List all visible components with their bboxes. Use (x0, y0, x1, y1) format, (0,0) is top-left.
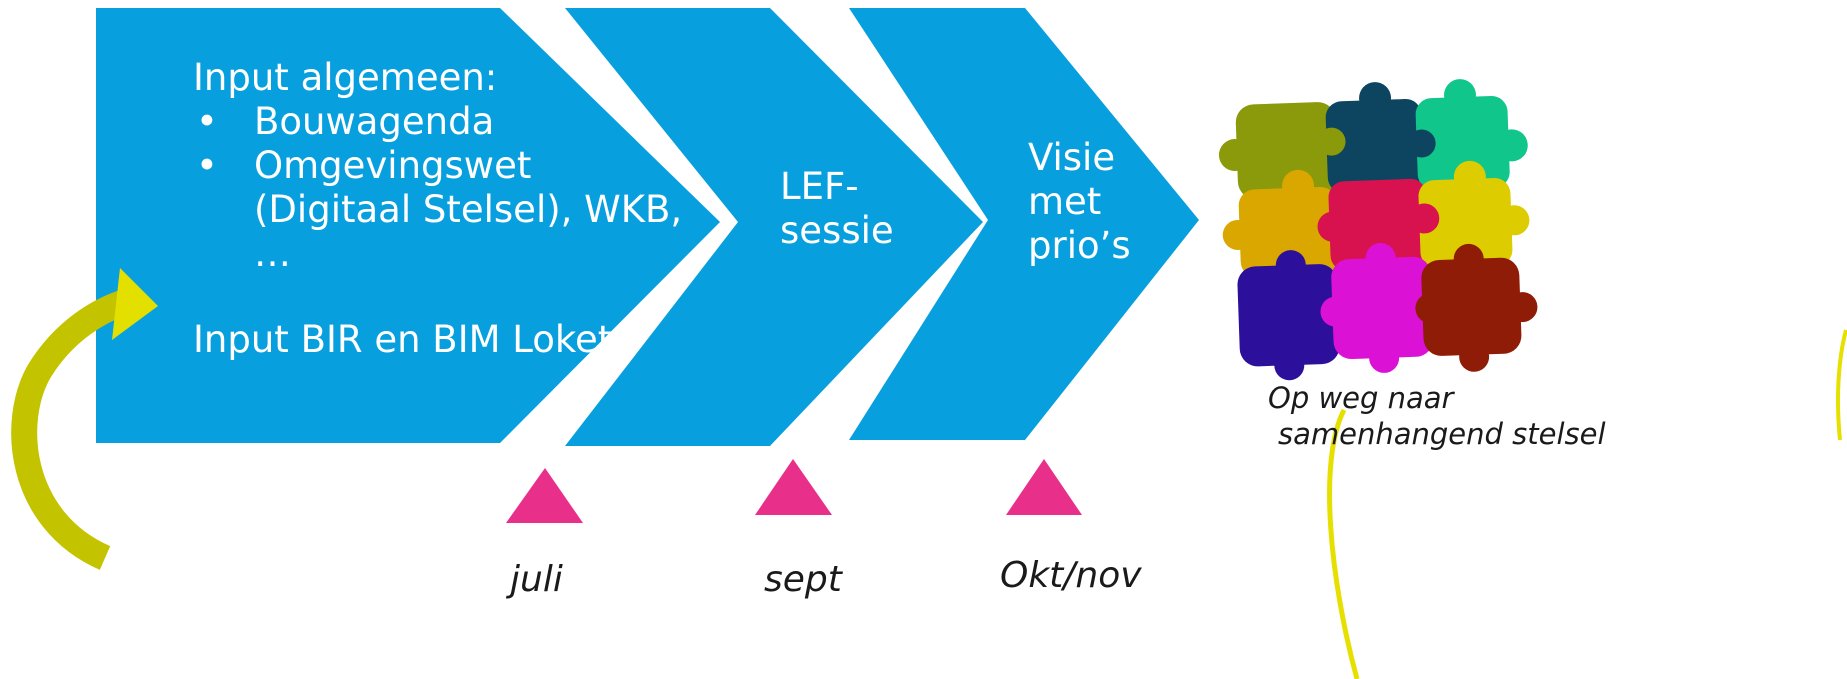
stage3-line-1: Visie (1028, 136, 1116, 179)
puzzle-caption-line-2: samenhangend stelsel (1278, 417, 1606, 451)
puzzle-piece-3 (1415, 96, 1510, 191)
stage1-bullet-2-line-1: Omgevingswet (254, 144, 532, 187)
stage1-bullet-2-line-2: (Digitaal Stelsel), WKB, (254, 188, 683, 231)
stage1-title: Input algemeen: (193, 56, 498, 99)
stage2-line-1: LEF- (780, 165, 859, 208)
bullet-icon: • (196, 144, 218, 187)
marker-triangle-okt (1006, 459, 1082, 515)
marker-label-okt: Okt/nov (1000, 555, 1142, 596)
yellow-arc (1327, 408, 1360, 679)
yellow-arc-right-edge (1836, 329, 1847, 441)
chevron-stage-3 (849, 8, 1199, 440)
bullet-icon: • (196, 100, 218, 143)
feedback-arrow (11, 268, 158, 570)
puzzle-piece-9 (1421, 257, 1522, 356)
puzzle-piece-1 (1235, 102, 1338, 200)
marker-label-sept: sept (764, 559, 842, 600)
marker-triangle-sept (755, 459, 832, 515)
puzzle-piece-5 (1328, 178, 1429, 272)
puzzle-graphic (1218, 79, 1538, 381)
stage3-line-2: met (1028, 180, 1102, 223)
stage1-bullet-2-line-3: … (254, 232, 291, 275)
marker-triangle-juli (506, 468, 583, 523)
puzzle-caption-line-1: Op weg naar (1268, 381, 1454, 415)
stage2-line-2: sessie (780, 209, 894, 252)
puzzle-piece-8 (1331, 256, 1434, 360)
stage3-line-3: prio’s (1028, 224, 1131, 267)
chevron-stage-2 (565, 8, 983, 446)
puzzle-piece-6 (1418, 177, 1513, 269)
puzzle-piece-2 (1325, 99, 1424, 194)
marker-label-juli: juli (510, 559, 563, 600)
puzzle-piece-7 (1237, 264, 1340, 367)
stage1-bullet-1-text: Bouwagenda (254, 100, 495, 143)
chevron-stage-1 (96, 8, 720, 443)
puzzle-piece-4 (1238, 187, 1339, 278)
stage1-footer: Input BIR en BIM Loket (193, 318, 613, 361)
